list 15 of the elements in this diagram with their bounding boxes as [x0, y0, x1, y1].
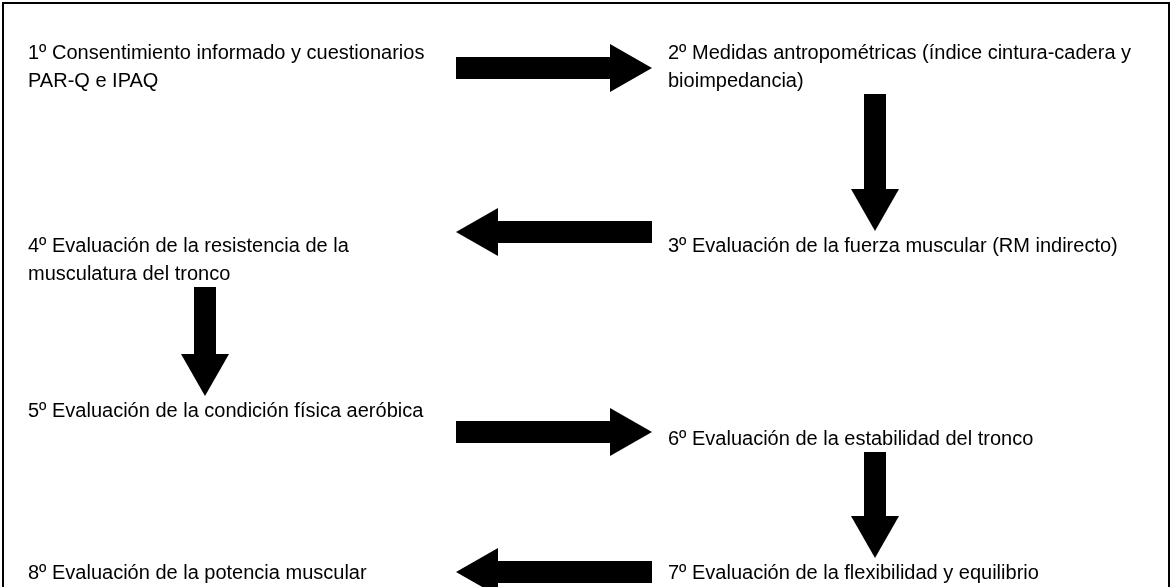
block-arrow	[851, 452, 899, 558]
step-text: 8º Evaluación de la potencia muscular	[28, 560, 368, 585]
step-text: 6º Evaluación de la estabilidad del tronco	[668, 426, 1035, 451]
step-text: 7º Evaluación de la flexibilidad y equilibrio	[668, 560, 1040, 585]
block-arrow	[456, 208, 652, 256]
step-text: 1º Consentimiento informado y cuestionarios PAR-Q e IPAQ	[28, 40, 426, 93]
block-arrow	[456, 44, 652, 92]
step-text: 4º Evaluación de la resistencia de la musculatura del tronco	[28, 233, 350, 286]
block-arrow	[456, 548, 652, 587]
block-arrow	[181, 287, 229, 396]
block-arrow	[456, 408, 652, 456]
step-text: 5º Evaluación de la condición física aeróbica	[28, 398, 425, 423]
block-arrow	[851, 94, 899, 231]
step-text: 3º Evaluación de la fuerza muscular (RM indirecto)	[668, 233, 1119, 258]
step-text: 2º Medidas antropométricas (índice cintura-cadera y bioimpedancia)	[668, 40, 1133, 93]
